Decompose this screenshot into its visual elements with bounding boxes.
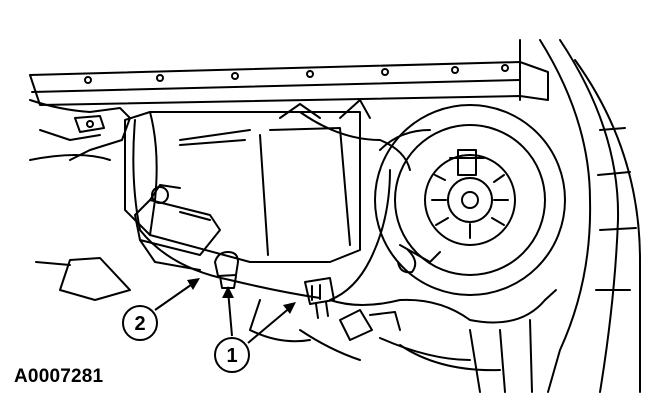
- callout-1-circle: [214, 337, 250, 373]
- actuator-module: [134, 184, 221, 271]
- callout-1-arrowhead-b: [283, 302, 296, 314]
- callout-1-label: 1: [226, 345, 237, 367]
- fender-outline: [539, 39, 641, 393]
- hvac-housing: [124, 99, 371, 263]
- blower-motor: [374, 104, 566, 296]
- lower-hoses: [35, 257, 533, 393]
- left-bracket: [29, 99, 131, 161]
- callout-1-leader-b: [247, 305, 293, 344]
- callout-1-arrowhead-a: [222, 286, 234, 298]
- callout-2-label: 2: [134, 313, 145, 335]
- figure-id: A0007281: [14, 366, 104, 387]
- harness-connector: [304, 277, 335, 319]
- cowl-panel: [29, 39, 549, 106]
- callout-2-arrowhead: [187, 278, 200, 290]
- wiring-harness: [132, 111, 557, 324]
- callout-2: 2: [122, 278, 200, 341]
- callout-2-circle: [122, 305, 158, 341]
- callout-1: 1: [214, 286, 296, 373]
